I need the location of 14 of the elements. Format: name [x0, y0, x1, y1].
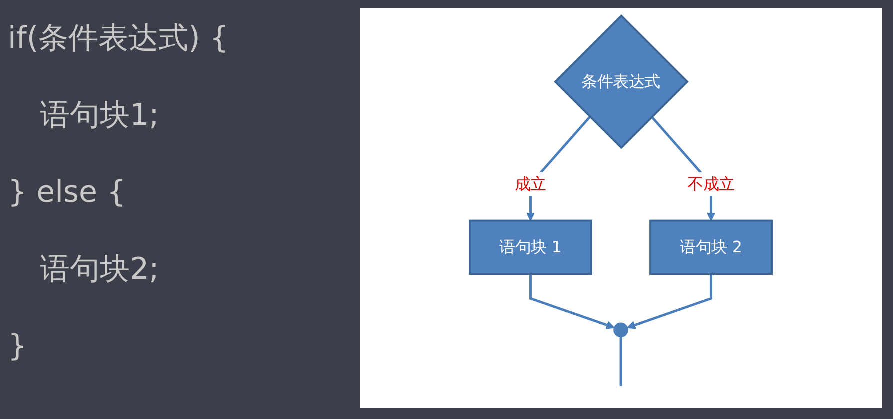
edge-label: 成立	[514, 174, 546, 194]
node-box: 语句块 2	[650, 220, 773, 275]
code-line: 语句块2;	[39, 251, 160, 289]
code-line: } else {	[8, 174, 128, 212]
code-line: if(条件表达式) {	[8, 20, 230, 58]
code-line: 语句块1;	[39, 97, 160, 135]
edge-label: 不成立	[688, 174, 735, 194]
code-line: }	[8, 328, 28, 366]
node-circle	[614, 322, 628, 338]
arrow	[627, 274, 713, 330]
node-diamond: 条件表达式	[554, 14, 689, 150]
node-box: 语句块 1	[469, 220, 592, 275]
arrow	[529, 274, 615, 330]
connector	[620, 337, 622, 386]
